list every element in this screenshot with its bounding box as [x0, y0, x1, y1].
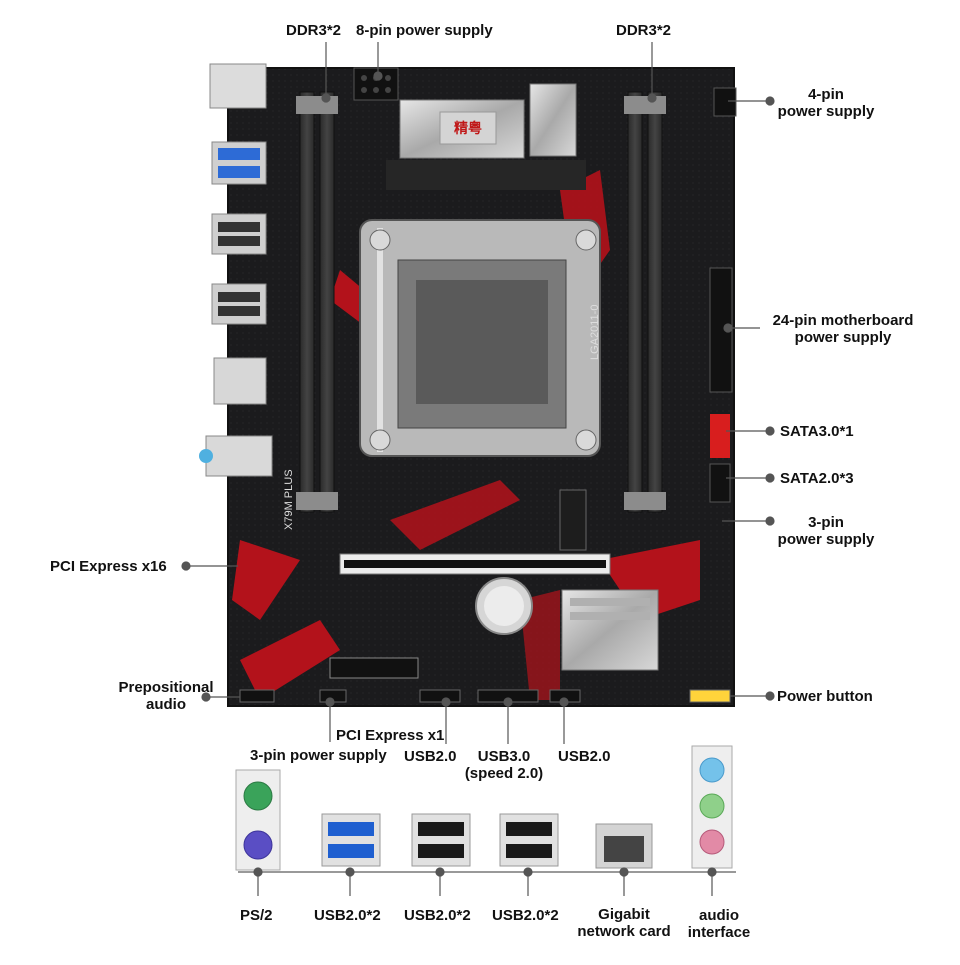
- pcie-x1-slot: [329, 657, 419, 679]
- model-silkscreen: X79M PLUS: [283, 469, 295, 530]
- vrm-heatsink: [386, 83, 586, 190]
- label-io-usb-1: USB2.0*2: [314, 907, 381, 924]
- pcie-x16-slot: [339, 553, 611, 575]
- label-io-usb-3: USB2.0*2: [492, 907, 559, 924]
- cpu-socket: [359, 219, 601, 457]
- four-pin-connector: [713, 87, 737, 117]
- socket-silkscreen: LGA2011-0: [589, 305, 601, 360]
- io-callout-lines: [253, 867, 717, 896]
- label-sata3: SATA3.0*1: [780, 423, 854, 440]
- io-panel: [235, 745, 736, 873]
- front-panel-header: [689, 689, 731, 703]
- board-brand-logo: 精粤: [454, 120, 482, 136]
- usb2-header-a: [419, 689, 461, 703]
- sata-ports: [709, 414, 731, 503]
- dimm-slots-right: [624, 91, 666, 513]
- dimm-slots-left: [296, 91, 338, 513]
- label-usb2-header-b: USB2.0: [558, 748, 611, 765]
- label-io-usb-2: USB2.0*2: [404, 907, 471, 924]
- label-pcie-x16: PCI Express x16: [50, 558, 167, 575]
- label-ddr3-left: DDR3*2: [286, 22, 342, 39]
- m2-slot: [559, 489, 587, 551]
- label-power-button: Power button: [777, 688, 873, 705]
- label-8pin-power: 8-pin power supply: [356, 22, 493, 39]
- label-sata2: SATA2.0*3: [780, 470, 854, 487]
- label-usb2-header-a: USB2.0: [404, 748, 457, 765]
- label-3pin-power-bottom: 3-pin power supply: [250, 747, 387, 764]
- label-pcie-x1: PCI Express x1: [336, 727, 445, 744]
- rear-io-stack: [199, 63, 273, 477]
- callout-lines: [181, 42, 775, 744]
- cmos-battery: [475, 577, 533, 635]
- label-usb3-header: USB3.0(speed 2.0): [464, 748, 544, 782]
- label-ddr3-right: DDR3*2: [616, 22, 672, 39]
- label-ps2: PS/2: [240, 907, 273, 924]
- chipset-heatsink: [561, 589, 659, 671]
- audio-header: [239, 689, 275, 703]
